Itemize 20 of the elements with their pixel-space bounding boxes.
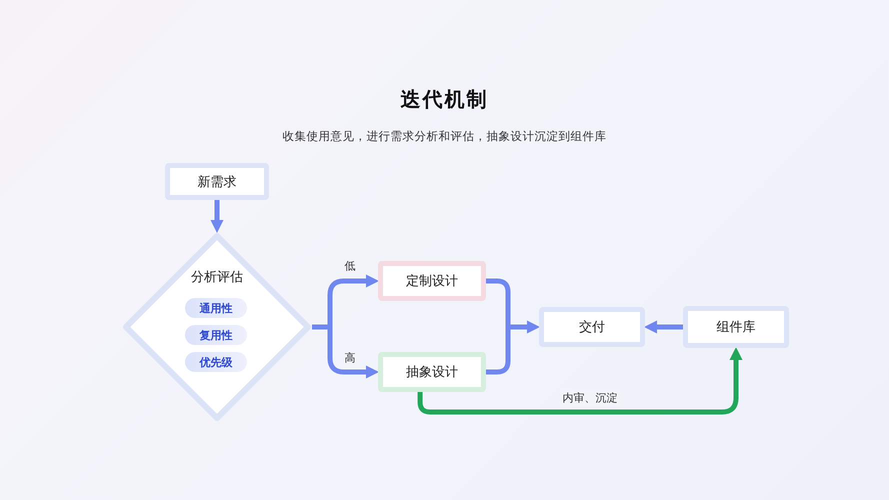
arrow (418, 347, 742, 414)
process-box: 交付 (539, 307, 645, 347)
subtitle: 收集使用意见，进行需求分析和评估，抽象设计沉淀到组件库 (282, 129, 606, 143)
arrow (210, 200, 224, 233)
decision-diamond (122, 232, 312, 422)
title: 迭代机制 (400, 87, 488, 111)
arrow (310, 274, 379, 378)
process-box: 抽象设计 (378, 352, 486, 392)
node-title: 分析评估 (190, 269, 244, 286)
process-box: 新需求 (165, 163, 269, 200)
tag-pill: 复用性 (185, 325, 247, 345)
process-box: 组件库 (683, 306, 789, 348)
edge-label: 内审、沉淀 (560, 390, 620, 406)
tag-pill: 优先级 (185, 352, 247, 372)
tag-pill: 通用性 (185, 298, 247, 318)
arrow (644, 320, 683, 334)
process-box: 定制设计 (378, 261, 486, 301)
arrow (484, 278, 540, 374)
edge-label: 低 (342, 258, 358, 274)
edge-label: 高 (342, 350, 358, 366)
